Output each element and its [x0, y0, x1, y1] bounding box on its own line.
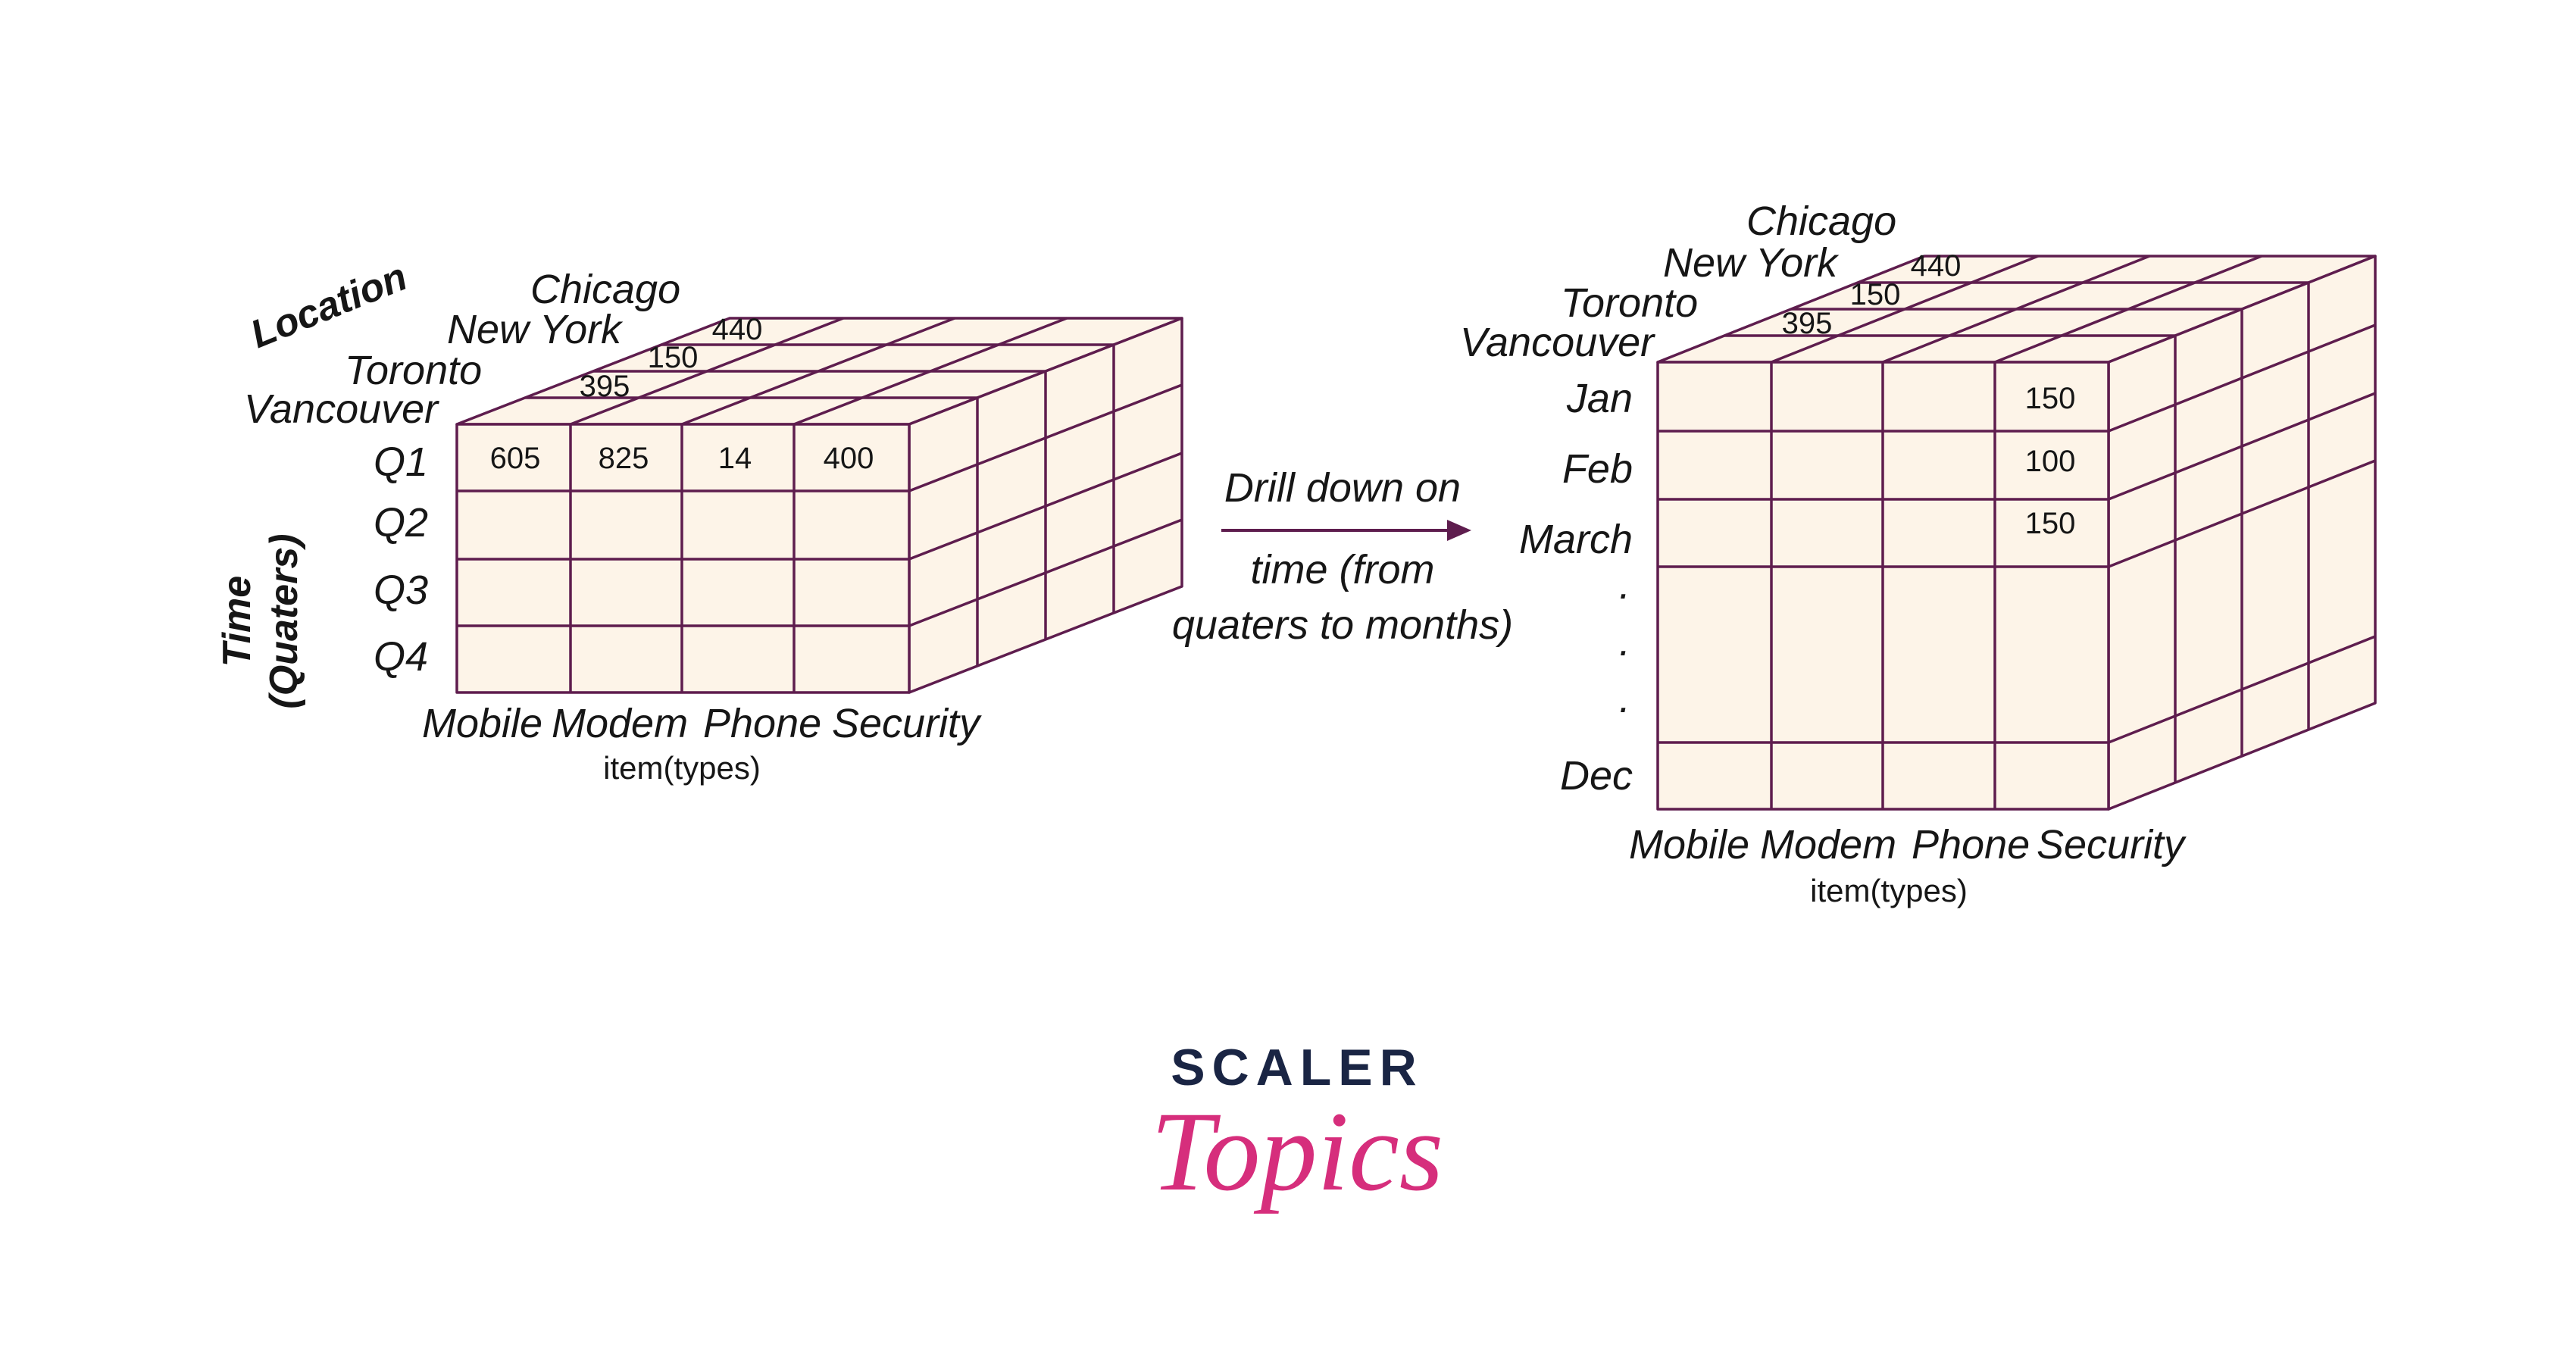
left-cube-side-row-line — [908, 518, 1183, 627]
left-item-axis-title: item(types) — [603, 750, 761, 786]
left-item-security: Security — [832, 701, 982, 746]
left-depth-value-toronto: 150 — [648, 341, 699, 374]
left-time-title-line1: Time — [215, 576, 259, 667]
drill-down-caption-line3: quaters to months) — [1172, 602, 1513, 648]
right-month-jan: Jan — [1566, 376, 1633, 421]
right-month-ellipsis-3: . — [1619, 676, 1630, 721]
logo-topics-text: Topics — [1151, 1089, 1443, 1215]
left-depth-value-new-york: 440 — [712, 313, 763, 346]
left-value-security-q1: 400 — [824, 442, 874, 475]
left-value-mobile-q1: 605 — [490, 442, 541, 475]
right-depth-value-vancouver: 395 — [1782, 307, 1833, 340]
drill-down-caption-line1: Drill down on — [1224, 465, 1461, 511]
right-item-security: Security — [2037, 822, 2187, 868]
right-month-ellipsis-2: . — [1619, 619, 1630, 664]
right-cube-side-row-line — [2108, 392, 2376, 501]
left-item-modem: Modem — [552, 701, 688, 746]
left-value-phone-q1: 14 — [718, 442, 752, 475]
right-cube-side-row-line — [2108, 635, 2376, 744]
right-month-march: March — [1519, 517, 1633, 562]
left-location-chicago: Chicago — [530, 267, 680, 312]
right-month-dec: Dec — [1560, 753, 1633, 799]
left-quarter-q3: Q3 — [374, 567, 428, 613]
drill-down-arrow-group: Drill down on time (from quaters to mont… — [1172, 465, 1513, 648]
right-item-mobile: Mobile — [1629, 822, 1749, 868]
right-depth-value-new-york: 440 — [1911, 249, 1962, 283]
left-value-modem-q1: 825 — [599, 442, 649, 475]
left-item-mobile: Mobile — [422, 701, 542, 746]
left-location-vancouver: Vancouver — [244, 386, 439, 432]
right-month-feb: Feb — [1562, 446, 1633, 492]
right-item-phone: Phone — [1912, 822, 2030, 868]
right-value-security-march: 150 — [2025, 507, 2076, 540]
right-value-security-feb: 100 — [2025, 445, 2076, 478]
left-cube-grid — [455, 317, 1183, 694]
right-value-security-jan: 150 — [2025, 382, 2076, 415]
right-cube: Chicago New York Toronto Vancouver Jan F… — [1460, 199, 2377, 908]
left-depth-value-vancouver: 395 — [580, 370, 630, 403]
right-cube-side-row-line — [2108, 324, 2376, 433]
right-location-vancouver: Vancouver — [1460, 320, 1655, 365]
left-quarter-q4: Q4 — [374, 634, 428, 680]
drill-down-caption-line2: time (from — [1251, 547, 1435, 592]
left-location-toronto: Toronto — [345, 348, 482, 393]
left-cube: Location Time (Quaters) Chicago New York… — [215, 255, 1183, 786]
left-quarter-q2: Q2 — [374, 500, 428, 546]
left-item-phone: Phone — [703, 701, 821, 746]
right-month-ellipsis-1: . — [1619, 562, 1630, 608]
right-location-chicago: Chicago — [1746, 199, 1896, 244]
drill-down-arrow-head-icon — [1447, 520, 1471, 541]
left-cube-side-row-line — [908, 383, 1183, 492]
left-time-axis-title: Time (Quaters) — [215, 533, 306, 708]
right-item-axis-title: item(types) — [1810, 873, 1968, 908]
right-cube-grid — [1656, 255, 2377, 811]
scaler-topics-logo: SCALER Topics — [1151, 1039, 1443, 1215]
left-time-title-line2: (Quaters) — [262, 533, 306, 708]
right-depth-value-toronto: 150 — [1850, 278, 1901, 311]
logo-scaler-text: SCALER — [1171, 1039, 1424, 1096]
left-cube-side-row-line — [908, 452, 1183, 561]
right-item-modem: Modem — [1760, 822, 1896, 868]
left-location-axis-title: Location — [245, 255, 414, 357]
right-location-toronto: Toronto — [1561, 280, 1698, 326]
right-cube-side-row-line — [2108, 459, 2376, 568]
right-location-new-york: New York — [1663, 240, 1840, 286]
left-location-new-york: New York — [447, 307, 624, 352]
left-quarter-q1: Q1 — [374, 439, 428, 485]
